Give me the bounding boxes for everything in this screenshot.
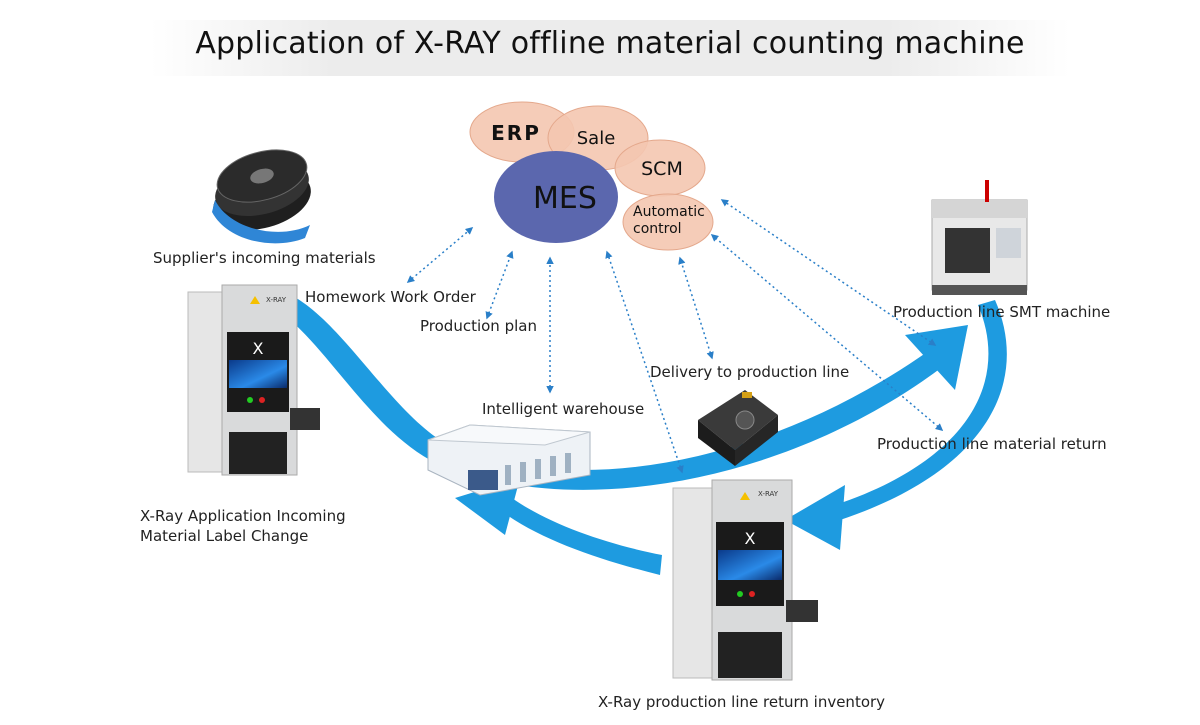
svg-text:X: X <box>745 529 756 548</box>
feeder-controller-image <box>698 390 778 466</box>
label-incoming-2: Material Label Change <box>140 527 309 545</box>
label-smt: Production line SMT machine <box>893 303 1111 321</box>
automatic-control-bubble <box>622 193 714 251</box>
dotted-arrow-return-machine <box>605 250 684 474</box>
smt-machine-image <box>931 180 1028 295</box>
svg-text:X-RAY: X-RAY <box>266 296 287 304</box>
dotted-arrow-production-plan <box>485 250 514 320</box>
sale-label: Sale <box>577 128 616 149</box>
automatic-control-label-2: control <box>633 221 682 237</box>
flow-arrow-smt-to-return <box>785 300 1007 550</box>
title-banner <box>150 20 1070 76</box>
label-work-order: Homework Work Order <box>305 288 476 306</box>
flow-arrow-return-to-warehouse <box>455 478 662 575</box>
intelligent-warehouse-image <box>427 424 591 496</box>
label-warehouse: Intelligent warehouse <box>482 400 645 418</box>
label-material-return: Production line material return <box>877 435 1107 453</box>
scm-label: SCM <box>641 158 683 180</box>
label-incoming-1: X-Ray Application Incoming <box>140 507 346 525</box>
flow-arrow-incoming-to-smt <box>262 288 968 490</box>
mes-bubble <box>494 151 618 243</box>
dotted-arrow-material-return <box>710 234 944 431</box>
automatic-control-label-1: Automatic <box>633 204 705 220</box>
svg-text:X: X <box>253 339 264 358</box>
dotted-arrow-delivery <box>678 256 714 360</box>
material-reel-image <box>212 149 311 244</box>
incoming-xray-machine-image: X X-RAY <box>187 284 320 476</box>
return-xray-machine-image: X X-RAY <box>672 479 818 681</box>
mes-label: MES <box>533 181 597 216</box>
erp-label: ERP <box>491 121 541 145</box>
dotted-arrow-smt <box>720 199 937 346</box>
label-supplier: Supplier's incoming materials <box>153 249 376 267</box>
diagram-title: Application of X-RAY offline material co… <box>195 26 1025 61</box>
label-return-inventory: X-Ray production line return inventory <box>598 693 886 711</box>
svg-text:X-RAY: X-RAY <box>758 490 779 498</box>
label-delivery: Delivery to production line <box>650 363 850 381</box>
dotted-arrow-work-order <box>406 227 474 283</box>
label-production-plan: Production plan <box>420 317 537 335</box>
